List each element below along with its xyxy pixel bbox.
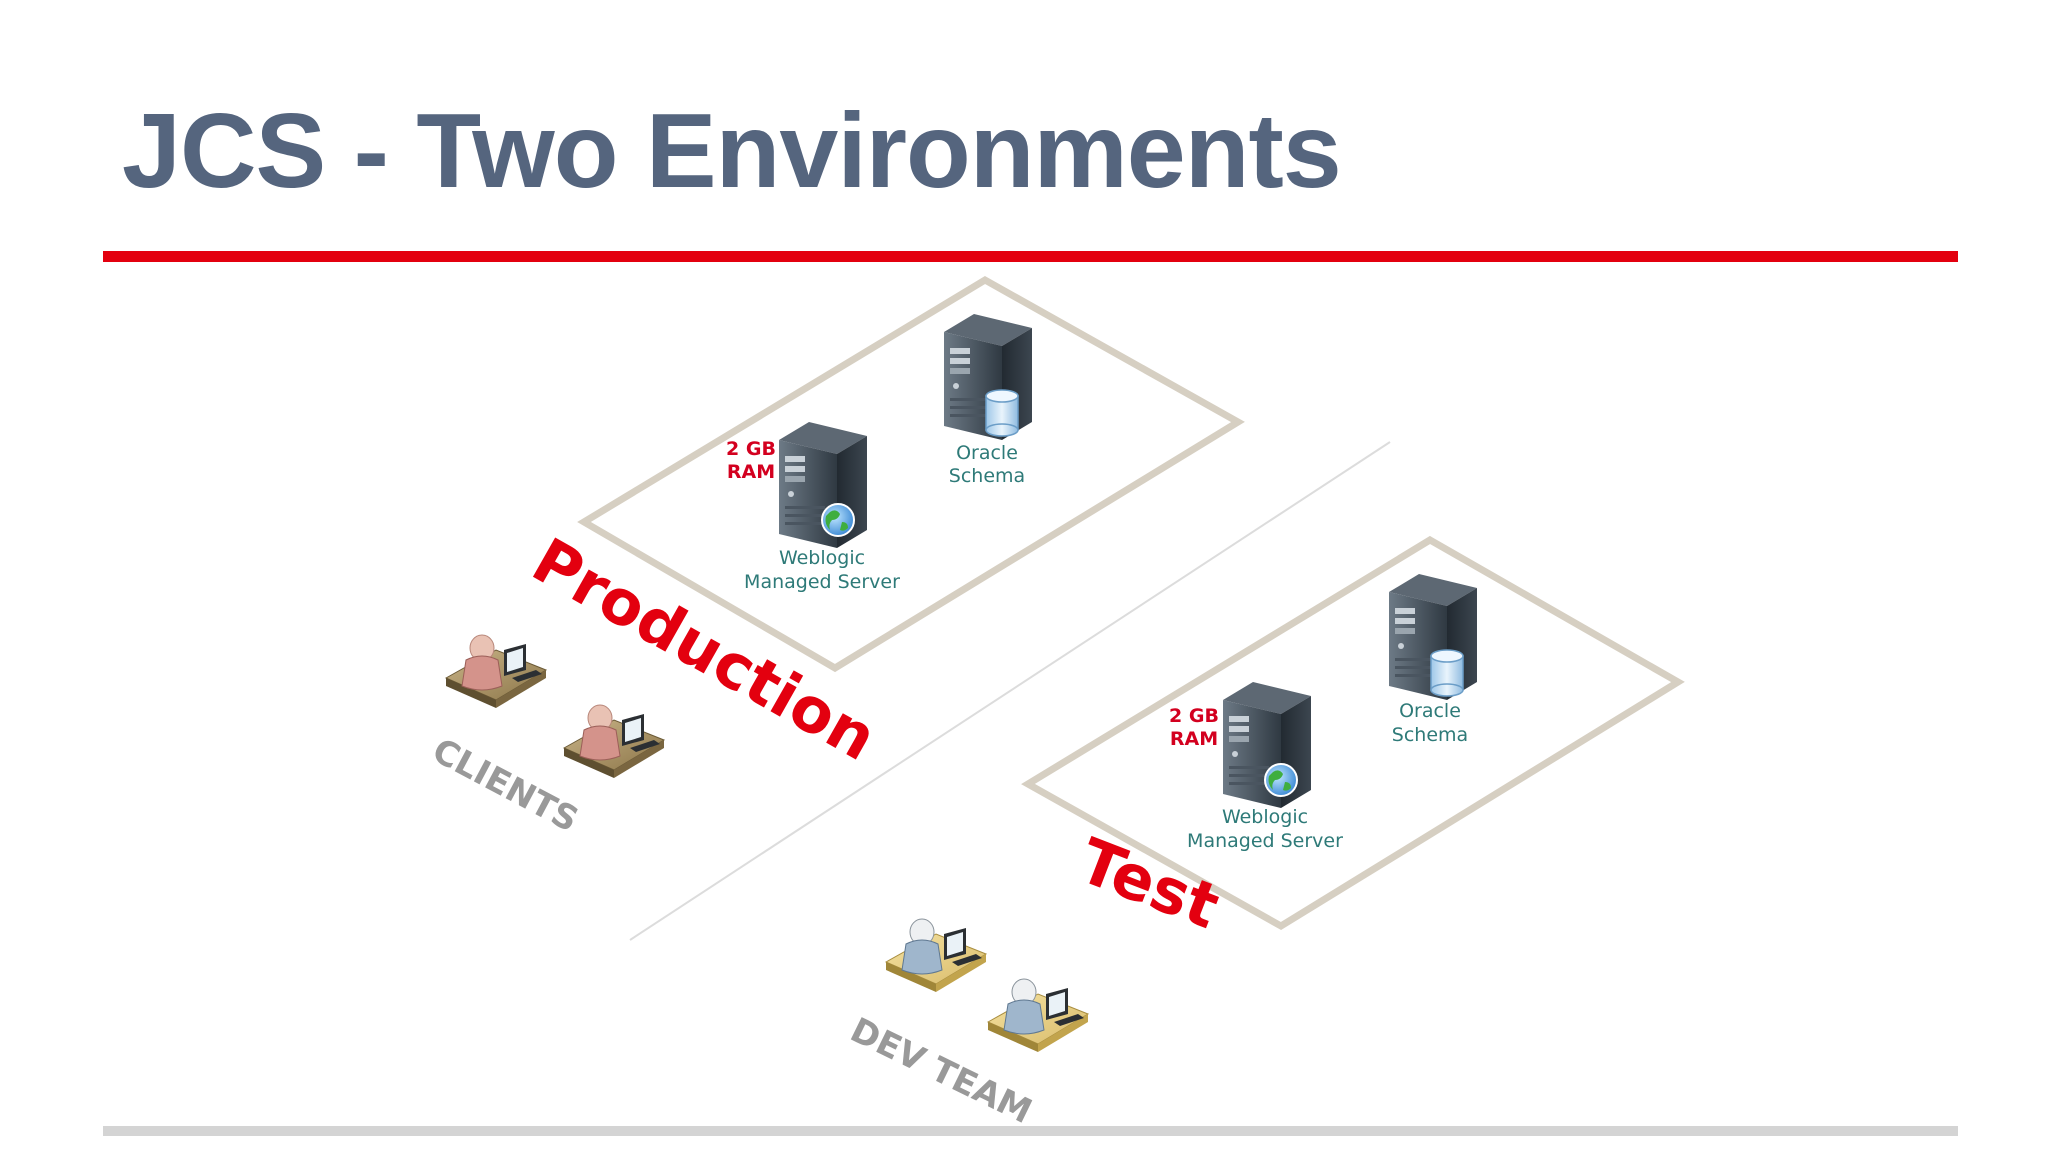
production-ram-label-1: 2 GB [726, 438, 776, 460]
test-database-icon [1430, 649, 1464, 697]
developer-workstation-icon [885, 918, 987, 993]
test-platform [1021, 535, 1685, 931]
test-oracle-label-1: Oracle [1399, 700, 1461, 722]
test-globe-icon [1264, 763, 1298, 797]
production-oracle-label-2: Schema [949, 465, 1025, 487]
clients-label: CLIENTS [426, 731, 585, 841]
production-ram-label-2: RAM [727, 461, 775, 483]
developer-workstation-icon [987, 978, 1089, 1053]
test-oracle-label-2: Schema [1392, 724, 1468, 746]
production-weblogic-label-2: Managed Server [744, 571, 900, 593]
page-title: JCS - Two Environments [122, 92, 1342, 210]
production-globe-icon [821, 503, 855, 537]
client-workstation-icon [563, 704, 665, 779]
test-ram-label-1: 2 GB [1169, 705, 1219, 727]
client-workstation-icon [445, 634, 547, 709]
footer-rule [103, 1126, 1958, 1136]
production-platform [577, 275, 1245, 673]
production-weblogic-server-icon [779, 422, 867, 548]
test-ram-label-2: RAM [1170, 728, 1218, 750]
production-weblogic-label-1: Weblogic [779, 547, 865, 569]
test-weblogic-label-1: Weblogic [1222, 806, 1308, 828]
production-database-icon [985, 389, 1019, 437]
production-oracle-label-1: Oracle [956, 442, 1018, 464]
test-weblogic-label-2: Managed Server [1187, 830, 1343, 852]
title-underline [103, 251, 1958, 262]
environment-divider [629, 441, 1391, 941]
